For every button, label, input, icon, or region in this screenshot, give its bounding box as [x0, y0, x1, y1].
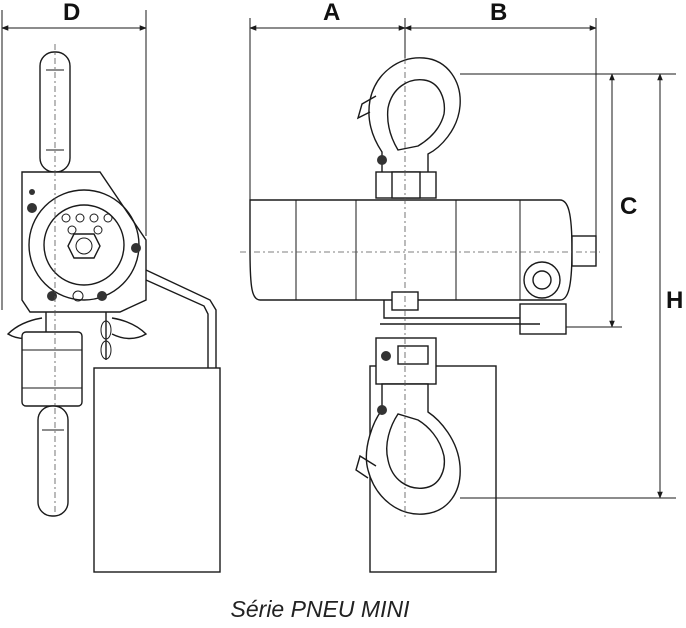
dimension-label-h: H	[666, 287, 683, 314]
dimension-label-b: B	[490, 0, 507, 26]
dimension-label-d: D	[63, 0, 80, 26]
dimension-label-c: C	[620, 193, 637, 220]
front-view	[240, 44, 600, 573]
side-view	[6, 44, 221, 573]
figure-caption: Série PNEU MINI	[230, 596, 410, 622]
dimension-lines	[1, 10, 676, 499]
dimension-label-a: A	[323, 0, 340, 26]
